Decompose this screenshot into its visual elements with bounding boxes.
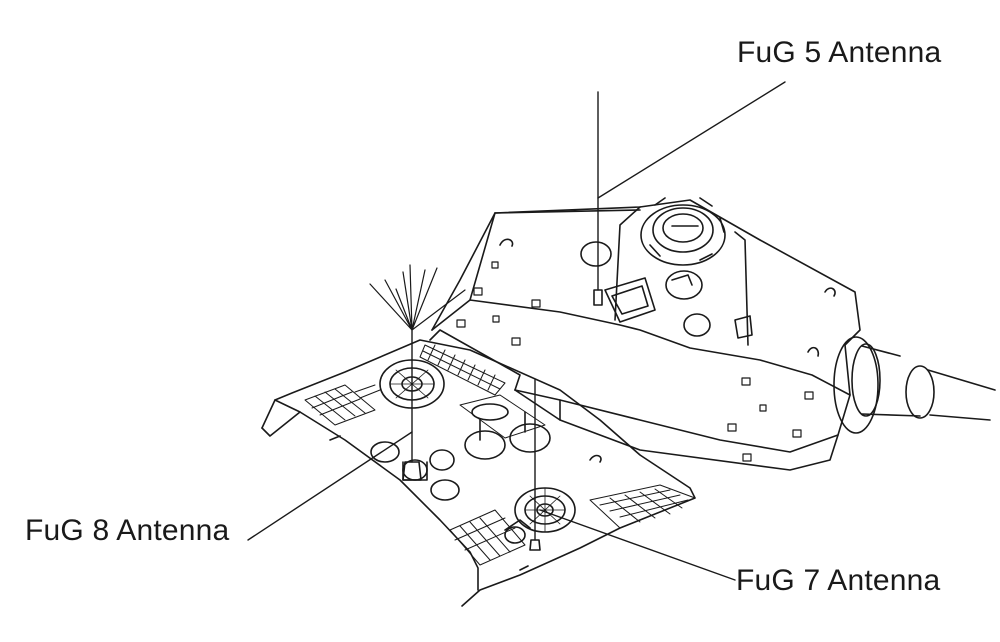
antenna-base-fug5 <box>580 241 612 267</box>
antenna-fug7 <box>529 379 541 551</box>
hull-deck <box>261 329 696 607</box>
antenna-fug8 <box>369 264 466 481</box>
label-fug7-antenna: FuG 7 Antenna <box>736 564 941 597</box>
turret-fittings <box>456 261 814 462</box>
grille-upper <box>419 344 506 396</box>
leader-fug8 <box>247 431 413 541</box>
commander-cupola <box>640 197 726 266</box>
gun-mantlet <box>833 336 996 434</box>
leader-lines <box>247 81 786 581</box>
label-fug5-antenna: FuG 5 Antenna <box>737 36 942 69</box>
deck-caps <box>370 394 551 544</box>
loader-periscope <box>665 270 703 300</box>
fan-right <box>514 487 576 533</box>
loader-hatch <box>604 277 656 323</box>
mesh-panel-bottom <box>449 509 526 566</box>
turret <box>431 197 996 471</box>
leader-fug7 <box>539 509 736 581</box>
grille-lower <box>589 484 696 529</box>
mesh-panel-left <box>304 384 376 426</box>
antenna-fug5 <box>593 91 603 306</box>
label-fug8-antenna: FuG 8 Antenna <box>25 514 230 547</box>
leader-fug5 <box>597 81 786 199</box>
